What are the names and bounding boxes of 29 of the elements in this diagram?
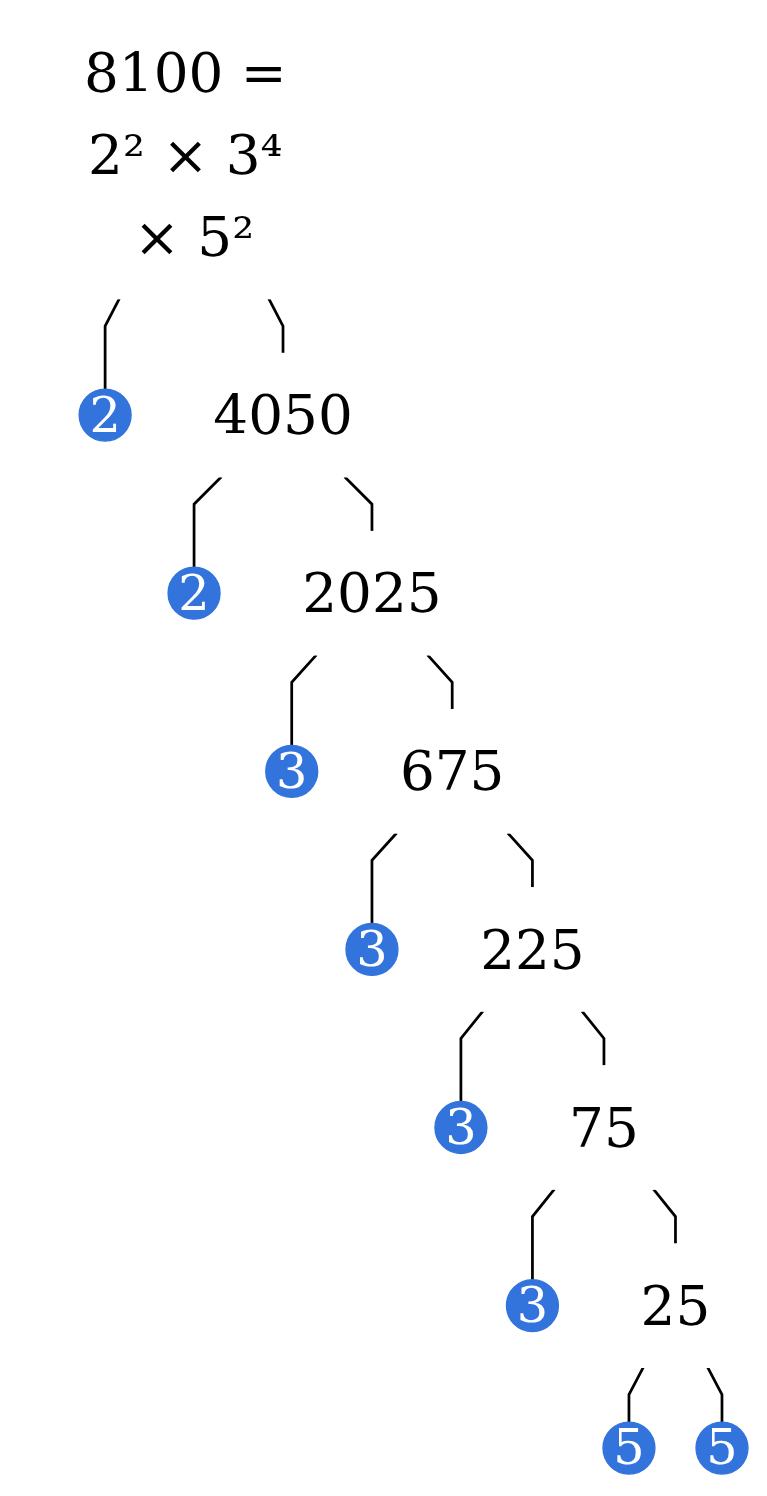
connector [103, 298, 121, 390]
connector [530, 1188, 556, 1280]
node-text: 2025 [302, 561, 442, 625]
node-circle: 5 [602, 1421, 656, 1475]
connector [343, 475, 374, 532]
node-text: 675 [399, 739, 505, 803]
node-text: 225 [479, 917, 585, 981]
node-circle: 2 [78, 388, 132, 442]
node-circle: 3 [345, 922, 399, 977]
connector [706, 1366, 724, 1423]
node-circle: 2 [167, 566, 221, 620]
node-circle: 3 [434, 1100, 488, 1155]
connector [267, 298, 285, 354]
connector [290, 653, 318, 746]
connector [459, 1010, 484, 1102]
node-circle: 3 [505, 1278, 559, 1333]
connector [370, 832, 398, 924]
node-circle: 5 [695, 1421, 749, 1475]
node-circle: 3 [264, 744, 319, 798]
connector [580, 1010, 606, 1066]
connector [192, 475, 223, 568]
node-text: 25 [640, 1274, 711, 1338]
node-text: 75 [568, 1096, 639, 1160]
node-text: 4050 [213, 383, 353, 447]
node-text: 8100 = 2² × 3⁴ × 5² [83, 41, 287, 269]
connector [506, 832, 534, 888]
connector [652, 1188, 677, 1244]
connector [627, 1366, 645, 1423]
connector [426, 653, 454, 710]
